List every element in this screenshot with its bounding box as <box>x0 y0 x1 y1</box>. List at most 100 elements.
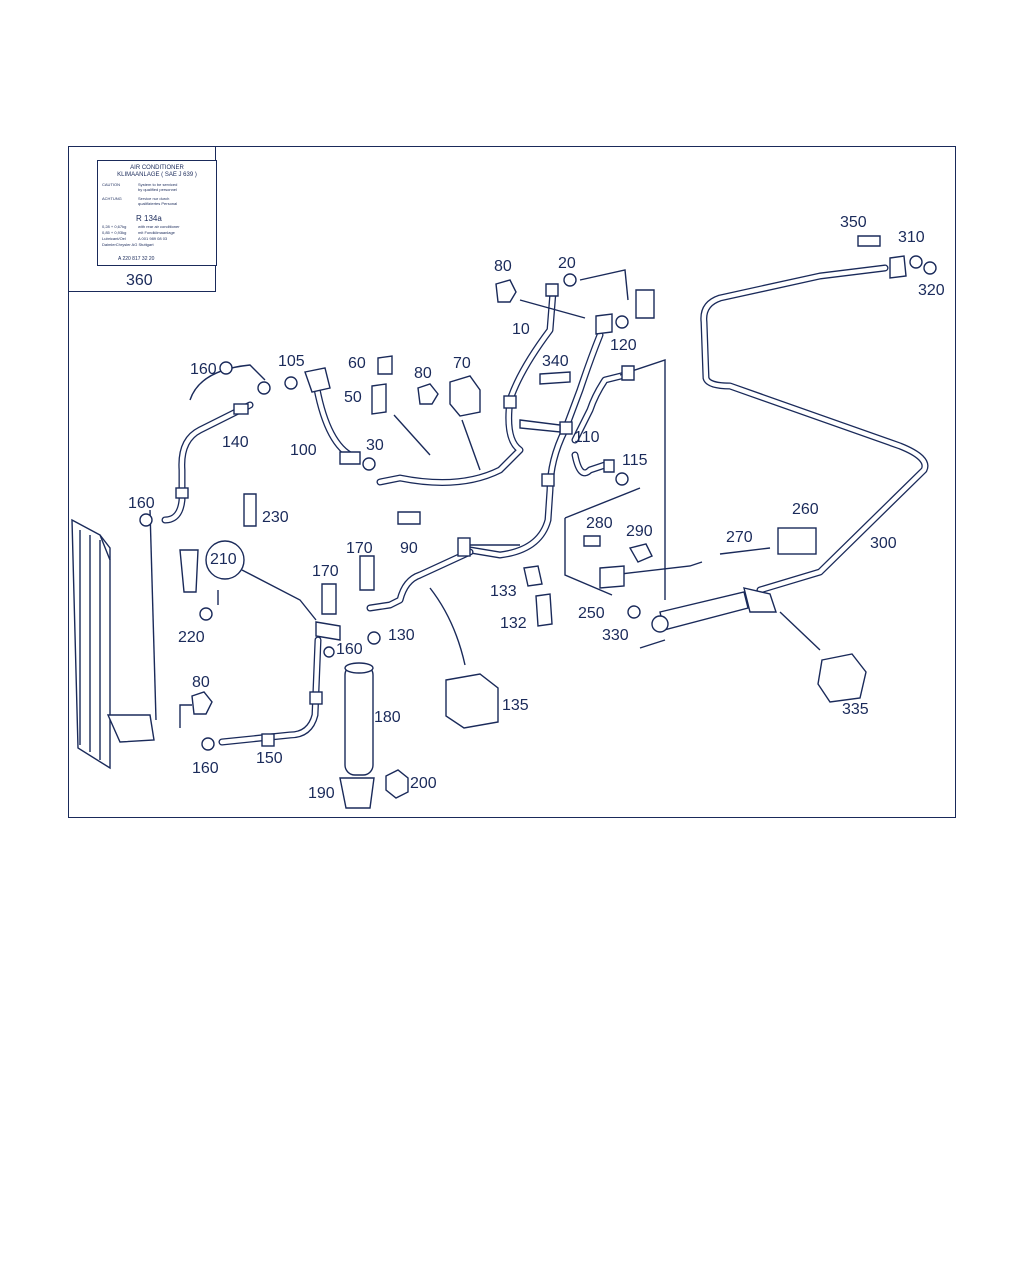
callout-220: 220 <box>178 629 205 646</box>
solenoid-icon <box>599 565 625 589</box>
callout-labels: 360 350 310 320 80 20 10 120 160 105 60 … <box>126 214 945 802</box>
pipe-100 <box>304 367 361 465</box>
crimp-icon <box>175 487 189 499</box>
sensor-icon <box>243 493 257 527</box>
o-ring-icon <box>219 361 233 375</box>
receiver-drier-180 <box>315 621 374 776</box>
callout-340: 340 <box>542 353 569 370</box>
callout-30: 30 <box>366 437 384 454</box>
callout-160: 160 <box>336 641 363 658</box>
callout-150: 150 <box>256 750 283 767</box>
callout-140: 140 <box>222 434 249 451</box>
bracket-70 <box>449 375 481 417</box>
cover-335 <box>817 653 867 703</box>
callout-335: 335 <box>842 701 869 718</box>
callout-circle-icon <box>205 540 245 580</box>
fitting-icon <box>457 537 471 557</box>
callout-350: 350 <box>840 214 867 231</box>
bolt-icon <box>397 511 421 525</box>
callout-160: 160 <box>128 495 155 512</box>
callout-310: 310 <box>898 229 925 246</box>
callout-170: 170 <box>312 563 339 580</box>
bolt-icon <box>857 235 881 247</box>
callout-290: 290 <box>626 523 653 540</box>
condenser <box>71 518 155 770</box>
decal-row-label: CAUTION <box>102 182 120 187</box>
decal-row-text: with rear air conditioner <box>138 224 180 229</box>
crimp-icon <box>503 395 517 409</box>
pipe-300 <box>700 264 929 594</box>
o-ring-icon <box>367 631 381 645</box>
o-ring-icon <box>909 255 923 269</box>
bolt-icon <box>321 583 337 615</box>
nut-icon <box>191 691 213 715</box>
callout-170: 170 <box>346 540 373 557</box>
o-ring-icon <box>615 315 629 329</box>
bolt-icon <box>359 555 375 591</box>
small-parts <box>139 235 937 751</box>
callout-115: 115 <box>622 452 648 469</box>
crimp-icon <box>541 473 555 487</box>
o-ring-icon <box>139 513 153 527</box>
callout-70: 70 <box>453 355 471 372</box>
callout-120: 120 <box>610 337 637 354</box>
o-ring-icon <box>284 376 298 390</box>
wire-270 <box>719 547 771 555</box>
callout-60: 60 <box>348 355 366 372</box>
crimp-icon <box>559 421 573 435</box>
clamp-icon <box>595 313 613 335</box>
o-ring-icon <box>615 472 629 486</box>
o-ring-icon <box>201 737 215 751</box>
callout-105: 105 <box>278 353 305 370</box>
bolt-icon <box>539 371 571 385</box>
callout-200: 200 <box>410 775 437 792</box>
callout-80: 80 <box>414 365 432 382</box>
callout-90: 90 <box>400 540 418 557</box>
callout-180: 180 <box>374 709 401 726</box>
callout-110: 110 <box>574 429 600 446</box>
decal-row-label: ACHTUNG <box>102 196 122 201</box>
ac-decal: AIR CONDITIONER KLIMAANLAGE ( SAE J 639 … <box>97 160 217 266</box>
switch-icon <box>377 355 393 375</box>
callout-280: 280 <box>586 515 613 532</box>
o-ring-icon <box>627 605 641 619</box>
decal-title: AIR CONDITIONER <box>130 165 184 171</box>
decal-row-text: qualifiziertes Personal <box>138 201 178 206</box>
callout-360: 360 <box>126 272 153 289</box>
decal-refrigerant: R 134a <box>136 214 162 223</box>
callout-133: 133 <box>490 583 517 600</box>
decal-subtitle: KLIMAANLAGE ( SAE J 639 ) <box>117 172 197 178</box>
callout-190: 190 <box>308 785 335 802</box>
callout-80: 80 <box>192 674 210 691</box>
pipe-receiver <box>366 537 474 612</box>
fitting-icon <box>603 459 615 473</box>
crimp-icon <box>233 403 249 415</box>
callout-330: 330 <box>602 627 629 644</box>
callout-160: 160 <box>190 361 217 378</box>
leader-lines <box>149 269 821 728</box>
o-ring-icon <box>323 646 335 658</box>
valve-assembly <box>611 561 777 633</box>
callout-260: 260 <box>792 501 819 518</box>
valve-cap-icon <box>523 565 543 587</box>
nut-icon <box>495 279 517 303</box>
callout-230: 230 <box>262 509 289 526</box>
decal-row-text: System to be serviced <box>138 182 178 187</box>
callout-210: 210 <box>210 551 237 568</box>
diagram-frame <box>68 146 956 818</box>
o-ring-icon <box>362 457 376 471</box>
callout-320: 320 <box>918 282 945 299</box>
pressure-switch-icon <box>179 549 199 593</box>
crimp-icon <box>261 733 275 747</box>
bracket-135 <box>445 673 499 729</box>
callout-132: 132 <box>500 615 527 632</box>
nut-200 <box>385 769 409 799</box>
fitting-icon <box>257 381 271 395</box>
decal-row-text: Service nur durch <box>138 196 170 201</box>
callout-80: 80 <box>494 258 512 275</box>
decal-part-number: A 220 817 32 20 <box>118 256 155 262</box>
callout-20: 20 <box>558 255 576 272</box>
decal-row-label: DaimlerChrysler AG Stuttgart <box>102 242 154 247</box>
o-ring-icon <box>563 273 577 287</box>
service-valve-icon <box>635 289 655 319</box>
